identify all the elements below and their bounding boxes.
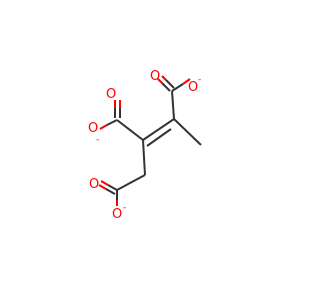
bond-c-top-o-single-red <box>182 78 191 85</box>
bond-c-bottom-o-double-a <box>107 184 118 191</box>
structure-diagram: O O - O O - O O - <box>88 69 202 222</box>
bond-ch2-c-bottom <box>116 174 146 191</box>
oxygen-bottom-double: O <box>89 177 99 192</box>
charge-left: - <box>96 135 99 145</box>
carboxylate-left <box>99 100 121 130</box>
bond-c-top-o-single <box>171 83 184 92</box>
bond-c-top-o-double-a-red <box>157 78 163 84</box>
charge-bottom: - <box>123 203 126 213</box>
oxygen-left-single: O <box>88 121 98 136</box>
oxygen-left-double: O <box>106 87 116 102</box>
bond-c-left-o-single-red <box>99 124 108 130</box>
bond-c2-c3-inner <box>146 128 172 147</box>
bond-c-bottom-o-double-a-red <box>100 180 109 186</box>
bond-c-left-o-single <box>106 119 118 126</box>
carbon-skeleton <box>116 90 202 191</box>
bond-c2-c-left <box>116 119 144 141</box>
bond-c3-c-top <box>171 90 175 120</box>
bond-c-top-o-double-b <box>165 79 175 89</box>
bond-c-top-o-double-b-red <box>161 75 167 81</box>
oxygen-top-single: O <box>188 80 198 95</box>
charge-top: - <box>198 75 201 85</box>
bond-c-bottom-o-double-b-red <box>98 184 107 190</box>
molecule-canvas: O O - O O - O O - <box>88 69 202 222</box>
oxygen-top-double: O <box>150 69 160 84</box>
bond-c2-c3-outer <box>142 118 175 141</box>
carboxylate-bottom <box>98 180 118 206</box>
carboxylate-top <box>157 75 191 92</box>
atom-labels: O O - O O - O O - <box>88 69 201 222</box>
bond-c-top-o-double-a <box>161 82 171 92</box>
bond-c3-methyl <box>173 118 202 146</box>
bond-c2-ch2 <box>142 139 146 176</box>
bond-c-bottom-o-double-b <box>105 188 116 195</box>
oxygen-bottom-single: O <box>112 207 122 222</box>
